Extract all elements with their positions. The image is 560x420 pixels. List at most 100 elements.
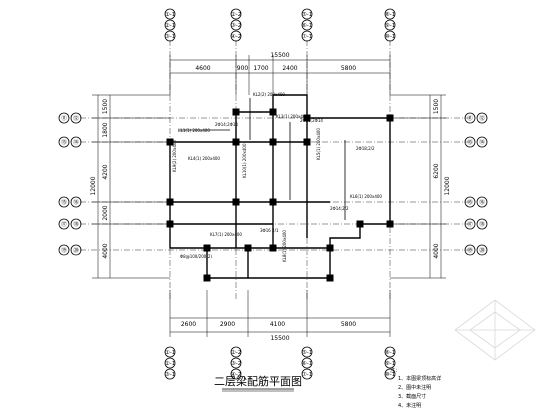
axis-bubble: [70, 112, 82, 124]
axis-bubble: [301, 8, 313, 20]
axis-bubble: [384, 30, 396, 42]
column: [386, 220, 394, 228]
axis-label: ⑪: [467, 114, 473, 122]
axis-bubble: [301, 19, 313, 31]
axis-label: ②-2: [231, 349, 241, 356]
axis-bubble: [230, 346, 242, 358]
axis-label: ③-1: [165, 372, 175, 378]
column: [203, 244, 211, 252]
column: [232, 108, 240, 116]
beam-label: KL5(1) 200x400: [316, 128, 321, 160]
axis-label: ⑮: [61, 198, 67, 206]
axis-bubble: [476, 218, 488, 230]
axis-bubble: [70, 244, 82, 256]
axis-label: ⑩-1: [385, 371, 395, 378]
axis-bubble: [464, 112, 476, 124]
note-item: 4、未注明: [398, 402, 421, 409]
axis-bubble: [70, 196, 82, 208]
axis-label: ⑭: [73, 138, 79, 146]
beam-label: KL3(1) 200x400: [276, 114, 308, 119]
axis-label: ⑲: [467, 246, 473, 254]
axis-label: ⑤-1: [302, 350, 312, 356]
column: [386, 114, 394, 122]
beam-label: KL8(1) 200x400: [282, 230, 287, 262]
axis-label: ⑲: [61, 246, 67, 254]
beam-label: KL4(1) 200x400: [188, 156, 220, 161]
axis-bubble: [384, 19, 396, 31]
beam-label: Φ8@100/200(2): [180, 254, 212, 259]
axis-label: ④-2: [231, 372, 241, 378]
axis-bubble: [58, 244, 70, 256]
axis-bubble: [58, 196, 70, 208]
beam-label: KL6(1) 200x400: [350, 194, 382, 199]
column: [269, 244, 277, 252]
axis-bubble: [464, 196, 476, 208]
column: [326, 274, 334, 282]
dimension-value: 1500: [102, 99, 109, 114]
dimension-left-total: 12000: [90, 176, 97, 195]
axis-label: ⑭: [479, 138, 485, 146]
axis-label: ⑨-1: [385, 360, 395, 367]
drawing-title: 二层梁配筋平面图: [214, 374, 302, 388]
column: [203, 274, 211, 282]
axis-bubble: [464, 218, 476, 230]
column: [166, 198, 174, 206]
beam-label: KL1(1) 200x400: [178, 128, 210, 133]
axis-label: ③-2: [231, 361, 241, 367]
axis-label: ⑯: [73, 198, 79, 206]
axis-label: ⑩-1: [385, 33, 395, 40]
axis-label: ⑱: [73, 220, 79, 228]
beam-label: KL10(1) 200x400: [242, 143, 247, 178]
axis-bubble: [164, 357, 176, 369]
axis-label: ⑰: [467, 220, 473, 228]
axis-bubble: [384, 368, 396, 380]
axis-bubble: [164, 19, 176, 31]
axis-label: ⑳: [73, 246, 79, 254]
axis-bubble: [230, 357, 242, 369]
dimension-value: 4100: [270, 321, 285, 328]
axis-bubble: [476, 244, 488, 256]
dimension-value: 4600: [195, 65, 210, 72]
note-item: 2、图中未注明: [398, 384, 431, 391]
column: [326, 244, 334, 252]
column: [166, 138, 174, 146]
axis-label: ⑰: [61, 220, 67, 228]
axis-bubbles-top: ①-1②-1③-1②-2③-2④-2⑤-1⑥-1⑦-1⑧-1⑨-1⑩-1: [164, 8, 396, 42]
axis-bubble: [164, 8, 176, 20]
axis-label: ⑫: [479, 114, 485, 122]
axis-bubble: [301, 368, 313, 380]
note-item: 3、截面尺寸: [398, 393, 426, 400]
axis-label: ③-1: [165, 34, 175, 40]
axis-bubbles-bottom: ①-1②-1③-1②-2③-2④-2⑤-1⑥-1⑦-1⑧-1⑨-1⑩-1: [164, 346, 396, 380]
dimension-value: 2400: [282, 65, 297, 72]
dimension-value: 1800: [102, 122, 109, 137]
dimension-value: 5800: [341, 321, 356, 328]
dimension-value: 5800: [341, 65, 356, 72]
dimension-value: 2000: [102, 205, 109, 220]
axis-label: ⑬: [61, 138, 67, 146]
column: [232, 198, 240, 206]
column: [269, 198, 277, 206]
dimension-value: 900: [237, 65, 249, 72]
notes-heading: 注：: [390, 367, 400, 374]
column: [269, 138, 277, 146]
axis-grid: [80, 40, 470, 300]
axis-bubble: [476, 136, 488, 148]
column: [232, 138, 240, 146]
column: [303, 114, 311, 122]
beam-label: 2Φ16;2Φ14: [300, 118, 323, 123]
axis-label: ⑳: [479, 246, 485, 254]
dimension-value: 4200: [102, 164, 109, 179]
axis-label: ⑬: [467, 138, 473, 146]
axis-label: ②-2: [231, 11, 241, 18]
axis-label: ④-2: [231, 34, 241, 40]
axis-bubble: [230, 19, 242, 31]
axis-label: ⑯: [479, 198, 485, 206]
column: [244, 244, 252, 252]
